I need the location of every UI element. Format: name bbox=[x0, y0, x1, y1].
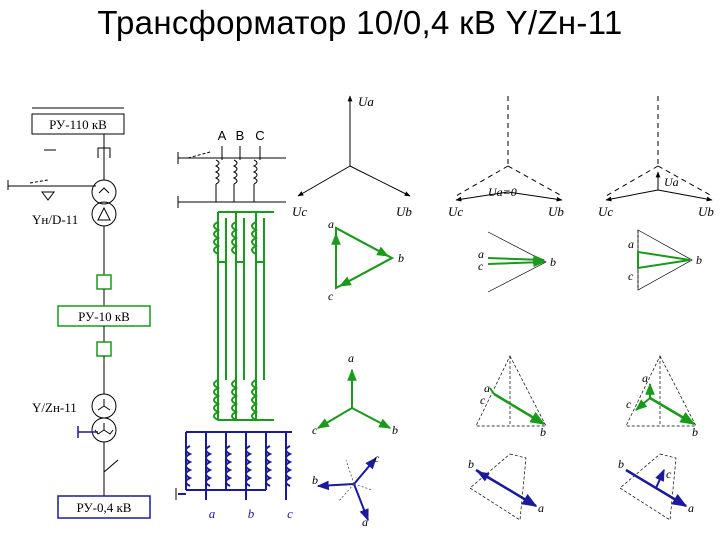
zigzag-line-ua-zero: b a bbox=[468, 453, 544, 521]
delta-b-label-2: b bbox=[550, 255, 556, 269]
lv-phase-b-label: b bbox=[248, 506, 255, 521]
zz-b-label-3: b bbox=[618, 457, 624, 471]
star-c-label-2: c bbox=[480, 393, 486, 407]
single-line-diagram: РУ-110 кВ Yн/D-11 РУ-10 кВ Y/Zн-11 bbox=[7, 107, 151, 519]
star-c-label-3: c bbox=[626, 397, 632, 411]
page-title: Трансформатор 10/0,4 кВ Y/Zн-11 bbox=[97, 4, 623, 41]
zz-c-label-3: c bbox=[666, 467, 672, 481]
ua-zero-label: Ua=0 bbox=[488, 185, 517, 199]
star-diagram-ua-zero: a c b bbox=[475, 355, 547, 439]
ru10-label: РУ-10 кВ bbox=[78, 309, 130, 324]
hv-vector-diagram-ua-zero: Ua=0 Uc Ub bbox=[448, 96, 564, 219]
ru110-label: РУ-110 кВ bbox=[49, 117, 107, 132]
star-b-label-1: b bbox=[392, 423, 398, 437]
t2-label: Y/Zн-11 bbox=[32, 400, 77, 415]
breaker-1-icon bbox=[96, 274, 112, 290]
ru04-box bbox=[57, 495, 151, 519]
delta-b-label-3: b bbox=[696, 253, 702, 267]
hv-vector-diagram-reduced: Ua Uc Ub bbox=[598, 96, 714, 219]
hv-phase-b-label: B bbox=[236, 128, 245, 143]
star-a-label-1: a bbox=[348, 351, 354, 365]
ua-label-3: Ua bbox=[664, 175, 679, 189]
zz-c-label-1: c bbox=[374, 451, 380, 465]
star-diagram-normal: a b c bbox=[312, 351, 398, 437]
hv-vector-diagram-normal: Ua Uc Ub bbox=[292, 94, 412, 219]
star-b-label-3: b bbox=[692, 425, 698, 439]
winding-diagram: A B C bbox=[175, 128, 293, 521]
star-a-label-3: a bbox=[642, 371, 648, 385]
uc-label-1: Uc bbox=[292, 204, 307, 219]
ub-label-1: Ub bbox=[396, 204, 412, 219]
zigzag-line-reduced: b c a bbox=[618, 453, 694, 521]
delta-triangle-collapsed: a c b bbox=[478, 231, 556, 293]
star-c-label-1: c bbox=[312, 423, 318, 437]
delta-c-label-1: c bbox=[328, 289, 334, 303]
delta-winding-icon bbox=[97, 206, 111, 221]
ru110-box bbox=[31, 113, 125, 135]
delta-c-label-2: c bbox=[478, 259, 484, 273]
star-diagram-reduced: a c b bbox=[625, 355, 698, 439]
hv-phase-c-label: C bbox=[255, 128, 264, 143]
hv-phase-a-label: A bbox=[218, 128, 227, 143]
ua-label-1: Ua bbox=[358, 94, 374, 109]
delta-b-label-1: b bbox=[398, 251, 404, 265]
delta-a-label-1: a bbox=[328, 217, 334, 231]
ub-label-3: Ub bbox=[698, 204, 714, 219]
t1-label: Yн/D-11 bbox=[32, 212, 78, 227]
uc-label-3: Uc bbox=[598, 204, 613, 219]
delta-a-label-3: a bbox=[628, 237, 634, 251]
delta-a-label-2: a bbox=[478, 247, 484, 261]
zz-a-label-2: a bbox=[538, 501, 544, 515]
zz-b-label-2: b bbox=[468, 457, 474, 471]
zz-a-label-3: a bbox=[688, 501, 694, 515]
lv-phase-c-label: c bbox=[287, 506, 293, 521]
uc-label-2: Uc bbox=[448, 204, 463, 219]
ub-label-2: Ub bbox=[548, 204, 564, 219]
zz-b-label-1: b bbox=[312, 473, 318, 487]
lv-phase-a-label: a bbox=[209, 506, 216, 521]
switch-icon bbox=[103, 452, 119, 474]
breaker-2-icon bbox=[96, 341, 112, 357]
delta-c-label-3: c bbox=[628, 269, 634, 283]
delta-triangle-distorted: a c b bbox=[628, 229, 702, 291]
zigzag-star-normal: c b a bbox=[312, 451, 380, 529]
ru04-label: РУ-0,4 кВ bbox=[77, 500, 132, 515]
star-a-label-2: a bbox=[484, 381, 490, 395]
zz-a-label-1: a bbox=[362, 515, 368, 529]
delta-triangle-normal: a b c bbox=[328, 217, 404, 303]
neutral-arrow-icon bbox=[41, 191, 55, 201]
star-b-label-2: b bbox=[540, 425, 546, 439]
